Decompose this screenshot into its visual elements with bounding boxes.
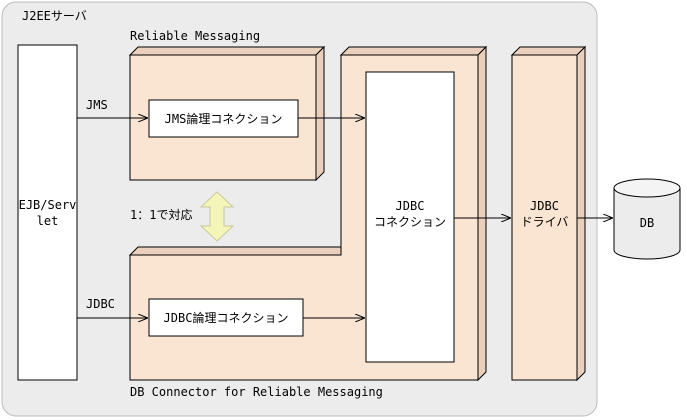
jdbc-connection-text: JDBC コネクション: [366, 196, 454, 232]
ejb-servlet-text: EJB/Serv let: [18, 45, 77, 380]
jms-logical-connection-box: [148, 99, 299, 138]
ejb-servlet-box: [17, 44, 78, 381]
jdbc-driver-line2: ドライバ: [520, 215, 569, 229]
jdbc-driver-box: [510, 45, 587, 382]
jms-logical-connection-label: JMS論理コネクション: [164, 111, 283, 126]
jdbc-logical-connection-label: JDBC論理コネクション: [163, 310, 289, 325]
one-to-one-double-arrow: [199, 191, 235, 242]
jdbc-connection-line2: コネクション: [373, 215, 446, 229]
jdbc-driver-text: JDBC ドライバ: [512, 196, 577, 232]
one-to-one-label: 1：1で対応: [130, 208, 193, 222]
db-connector-label: DB Connector for Reliable Messaging: [130, 385, 383, 399]
jdbc-logical-connection-box: [148, 298, 304, 337]
ejb-line2: let: [36, 213, 59, 228]
jdbc-driver-line1: JDBC: [530, 199, 559, 213]
jms-arrow-label: JMS: [86, 98, 108, 112]
jdbc-arrow-label: JDBC: [86, 297, 115, 311]
jdbc-connection-line1: JDBC: [395, 199, 425, 213]
jdbc-connection-box: [365, 71, 455, 363]
db-label: DB: [639, 216, 655, 230]
reliable-messaging-label: Reliable Messaging: [130, 29, 261, 43]
ejb-line1: EJB/Serv: [18, 197, 77, 212]
server-title: J2EEサーバ: [22, 9, 87, 23]
db-cylinder: [613, 178, 681, 260]
